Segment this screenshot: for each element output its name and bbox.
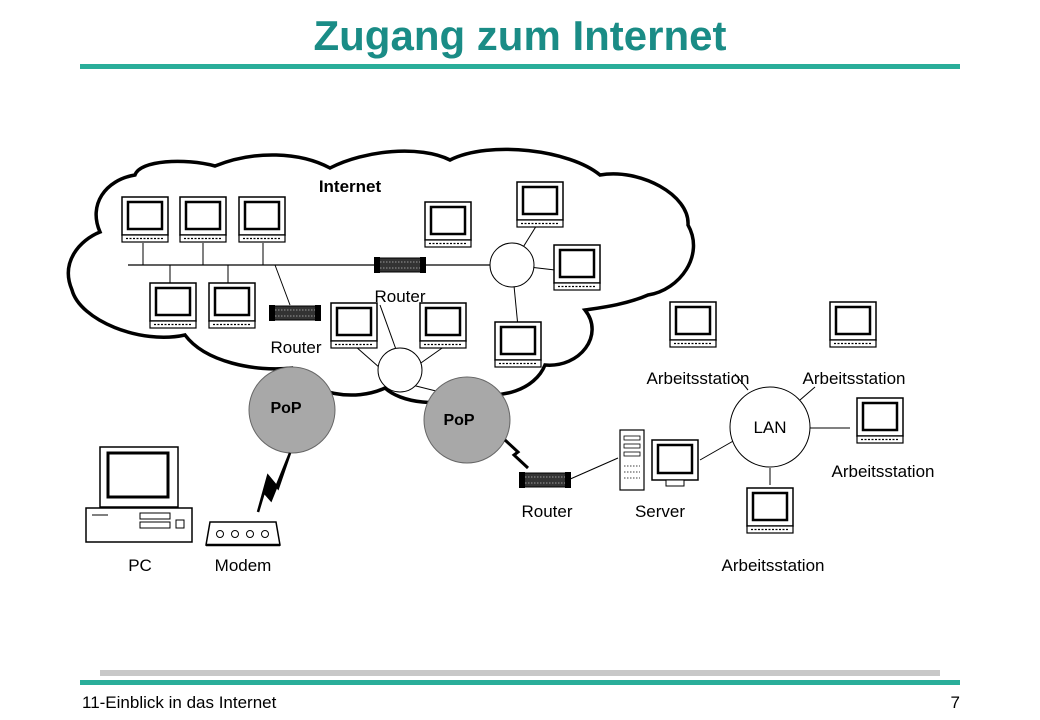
page-title: Zugang zum Internet bbox=[313, 12, 727, 59]
workstation-icon bbox=[828, 300, 878, 349]
ring-link-line bbox=[379, 304, 399, 356]
modem-icon bbox=[205, 521, 281, 547]
workstation-icon bbox=[855, 396, 905, 445]
lan-link-line bbox=[734, 373, 749, 391]
workstation-label: Arbeitsstation bbox=[647, 369, 750, 388]
bus-to-router-line bbox=[274, 264, 291, 306]
workstation-icon bbox=[745, 486, 795, 535]
workstation-icon bbox=[668, 300, 718, 349]
computer-icon bbox=[329, 301, 379, 350]
lan-link-line bbox=[699, 439, 736, 461]
lan-node bbox=[729, 386, 811, 468]
pc-label: PC bbox=[128, 556, 152, 575]
router-label: Router bbox=[521, 502, 572, 521]
computer-icon bbox=[178, 195, 228, 244]
dialup-link-icon bbox=[256, 452, 292, 513]
page-number: 7 bbox=[950, 693, 960, 712]
server-label: Server bbox=[635, 502, 685, 521]
pop-label: PoP bbox=[443, 412, 474, 429]
computer-icon bbox=[237, 195, 287, 244]
computer-icon bbox=[120, 195, 170, 244]
internet-label: Internet bbox=[319, 177, 382, 196]
workstation-label: Arbeitsstation bbox=[832, 462, 935, 481]
router-server-line bbox=[567, 457, 619, 481]
footer-divider-shadow bbox=[100, 670, 940, 676]
pop-node bbox=[248, 366, 336, 454]
modem-label: Modem bbox=[215, 556, 272, 575]
footer-chapter: 11-Einblick in das Internet bbox=[82, 693, 277, 712]
computer-icon bbox=[418, 301, 468, 350]
computer-icon bbox=[515, 180, 565, 229]
lan-link-line bbox=[799, 386, 816, 401]
router-icon bbox=[373, 256, 427, 274]
pop-node bbox=[423, 376, 511, 464]
workstation-label: Arbeitsstation bbox=[722, 556, 825, 575]
lan-label: LAN bbox=[753, 418, 786, 437]
footer-divider bbox=[80, 680, 960, 685]
computer-icon bbox=[148, 281, 198, 330]
ring-link-line bbox=[354, 345, 381, 369]
router-icon bbox=[268, 304, 322, 322]
pc-icon bbox=[85, 446, 193, 543]
router-icon bbox=[518, 471, 572, 489]
network-node bbox=[489, 242, 535, 288]
leased-line-icon bbox=[503, 438, 530, 470]
computer-icon bbox=[207, 281, 257, 330]
network-node bbox=[377, 347, 423, 393]
workstation-label: Arbeitsstation bbox=[803, 369, 906, 388]
computer-icon bbox=[423, 200, 473, 249]
router-label: Router bbox=[374, 287, 425, 306]
server-icon bbox=[619, 429, 645, 491]
server-monitor-icon bbox=[651, 439, 699, 487]
router-label: Router bbox=[270, 338, 321, 357]
computer-icon bbox=[552, 243, 602, 292]
computer-icon bbox=[493, 320, 543, 369]
title-divider bbox=[80, 64, 960, 69]
pop-label: PoP bbox=[270, 400, 301, 417]
ring-link-line bbox=[417, 345, 446, 366]
